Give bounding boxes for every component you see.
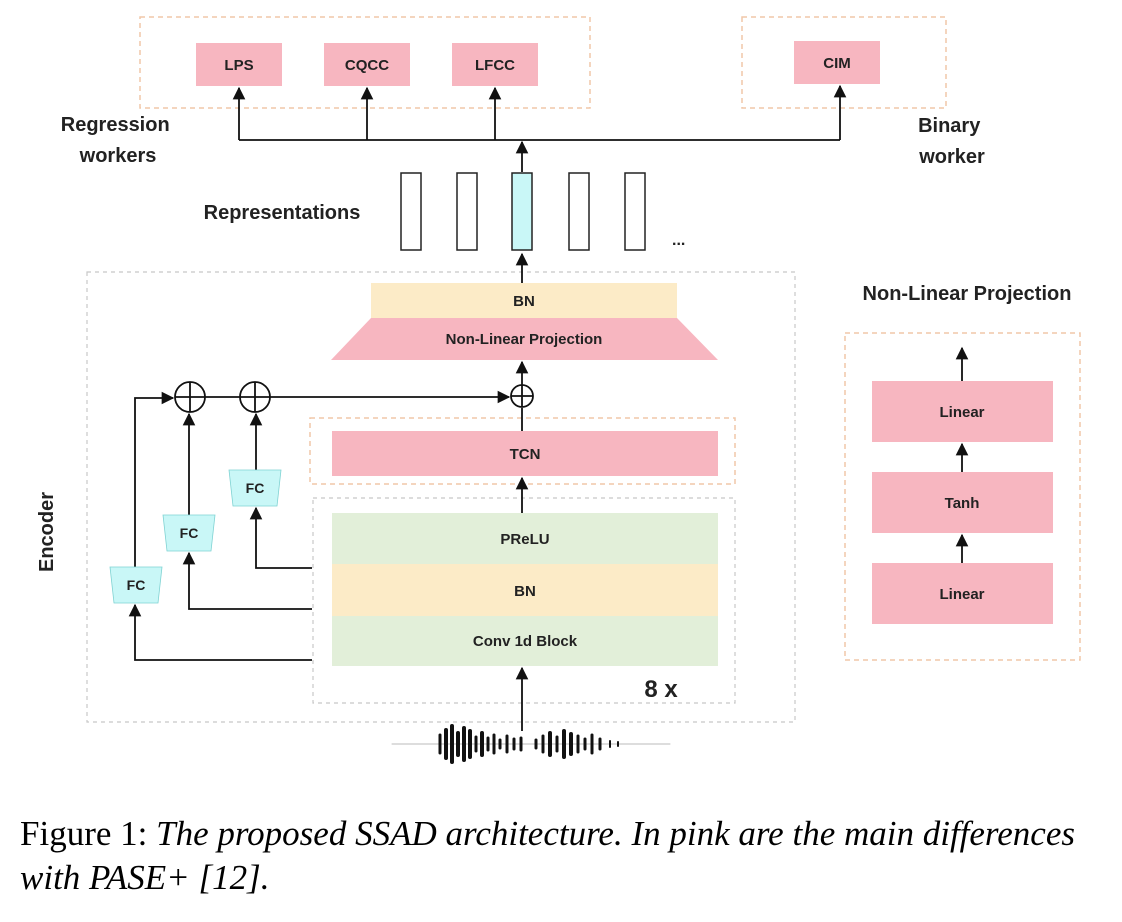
worker-box-cqcc [324, 43, 410, 86]
worker-box-lps [196, 43, 282, 86]
projection-linear-bottom-box [872, 563, 1053, 624]
regression-workers-group [139, 16, 591, 109]
fc-box-3 [109, 566, 163, 604]
encoder-label: Encoder [36, 492, 58, 572]
bn-label: BN [514, 583, 536, 600]
worker-label-cim: CIM [823, 55, 851, 72]
encoder-bn-top-label: BN [513, 293, 535, 310]
projection-detail-title: Non-Linear Projection [863, 283, 1072, 305]
prelu-box [332, 513, 718, 564]
worker-label-lfcc: LFCC [475, 57, 515, 74]
projection-detail-group [844, 332, 1081, 661]
sum-node-left-2 [239, 381, 271, 413]
regression-label-line1: Regression [61, 114, 170, 136]
projection-tanh-label: Tanh [945, 495, 980, 512]
regression-label-line2: workers [79, 145, 157, 167]
projection-linear-bottom-label: Linear [939, 586, 984, 603]
figure-caption: Figure 1: The proposed SSAD architecture… [20, 812, 1110, 900]
projection-linear-top-box [872, 381, 1053, 442]
skip-connections [128, 390, 511, 661]
binary-label-line2: worker [918, 146, 985, 168]
conv-block-group [312, 497, 736, 704]
tcn-box [332, 431, 718, 476]
binary-label-line1: Binary [918, 115, 981, 137]
fc-label-1: FC [246, 480, 265, 496]
sum-node-left-1 [174, 381, 206, 413]
binary-worker-group [741, 16, 947, 109]
conv-label: Conv 1d Block [473, 633, 578, 650]
fc-label-3: FC [127, 577, 146, 593]
caption-prefix: Figure 1: [20, 814, 157, 853]
architecture-diagram: LPS CQCC LFCC CIM Regression workers Bin… [36, 16, 1081, 764]
fc-box-1 [228, 469, 282, 507]
worker-box-lfcc [452, 43, 538, 86]
encoder-projection-box [331, 318, 718, 360]
projection-linear-top-label: Linear [939, 404, 984, 421]
encoder-bn-top-box [371, 283, 677, 318]
repeat-label: 8 x [644, 676, 678, 703]
prelu-label: PReLU [500, 531, 549, 548]
worker-label-lps: LPS [224, 57, 253, 74]
worker-label-cqcc: CQCC [345, 57, 389, 74]
regression-workers-label: Regression workers [61, 114, 176, 167]
representations-ellipsis: ... [672, 232, 685, 249]
representation-frame-4 [568, 172, 590, 251]
conv-box [332, 616, 718, 666]
projection-tanh-box [872, 472, 1053, 533]
representation-frame-1 [400, 172, 422, 251]
representation-frame-highlight [511, 172, 533, 251]
tcn-label: TCN [510, 446, 541, 463]
bn-box [332, 564, 718, 616]
representation-frame-2 [456, 172, 478, 251]
sum-node-main [510, 384, 534, 408]
caption-text: The proposed SSAD architecture. In pink … [20, 814, 1075, 897]
waveform-input [391, 724, 671, 764]
worker-connectors [232, 84, 847, 172]
fc-box-2 [162, 514, 216, 552]
binary-worker-label: Binary worker [918, 115, 986, 168]
encoder-group [86, 271, 796, 723]
representations-label: Representations [204, 202, 361, 224]
fc-label-2: FC [180, 525, 199, 541]
worker-box-cim [794, 41, 880, 84]
encoder-projection-label: Non-Linear Projection [446, 331, 603, 348]
representation-frame-5 [624, 172, 646, 251]
